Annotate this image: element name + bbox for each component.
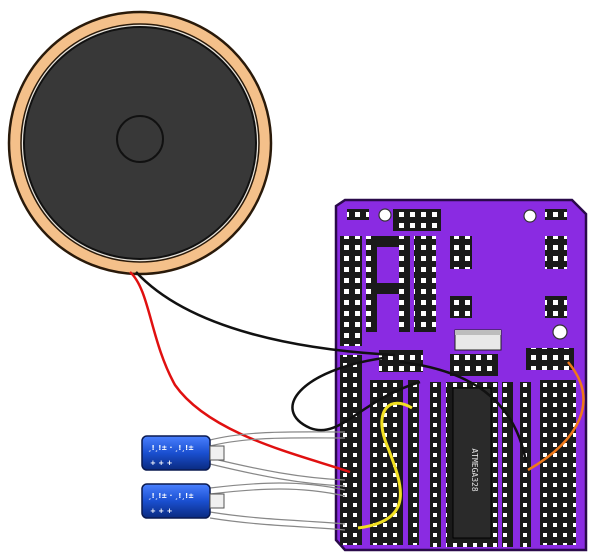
lower-col-1 <box>370 380 381 545</box>
right-header-b <box>545 236 567 269</box>
top-left-header <box>347 209 369 220</box>
capacitor-1-marking: ¸!¸!± · ¸!¸!± <box>148 444 194 452</box>
left-upper-header <box>340 236 362 346</box>
yellow-jumper <box>357 401 413 530</box>
lower-col-3 <box>408 380 419 545</box>
right-header-c <box>450 296 472 318</box>
socket-col-2 <box>399 236 410 332</box>
right-header-a <box>450 236 472 269</box>
lower-col-7 <box>540 380 576 545</box>
orange-jumper <box>527 361 585 472</box>
black-wire-main <box>135 271 396 357</box>
capacitor-2: ¸!¸!± · ¸!¸!± + + + <box>141 483 225 519</box>
black-jumper-right <box>399 360 528 463</box>
capacitor-1: ¸!¸!± · ¸!¸!± + + + <box>141 435 225 471</box>
socket-col-1 <box>366 236 377 332</box>
top-right-header <box>545 209 567 220</box>
speaker-leads <box>129 271 396 474</box>
proto-shield-board: ATMEGA328 <box>334 198 588 552</box>
lower-col-6 <box>520 382 531 547</box>
socket-col-3 <box>414 236 436 332</box>
mount-hole-top-left <box>378 208 392 222</box>
capacitor-1-polarity: + + + <box>150 459 173 467</box>
lower-col-5 <box>502 382 513 547</box>
left-long-header <box>340 355 362 545</box>
right-header-d <box>545 296 567 318</box>
mid-header-b <box>450 354 498 376</box>
speaker <box>7 10 273 276</box>
mount-hole-top-right <box>523 209 537 223</box>
top-center-header <box>393 209 441 231</box>
mid-header-c <box>526 348 574 370</box>
capacitor-leads <box>209 431 346 531</box>
mount-hole-right <box>552 324 568 340</box>
red-wire <box>129 271 351 474</box>
capacitor-2-polarity: + + + <box>150 507 173 515</box>
lower-col-4 <box>430 382 441 547</box>
capacitor-2-marking: ¸!¸!± · ¸!¸!± <box>148 492 194 500</box>
black-jumper-left <box>291 356 421 432</box>
dip-chip-icon: ATMEGA328 <box>446 382 498 547</box>
chip-label: ATMEGA328 <box>470 448 479 492</box>
